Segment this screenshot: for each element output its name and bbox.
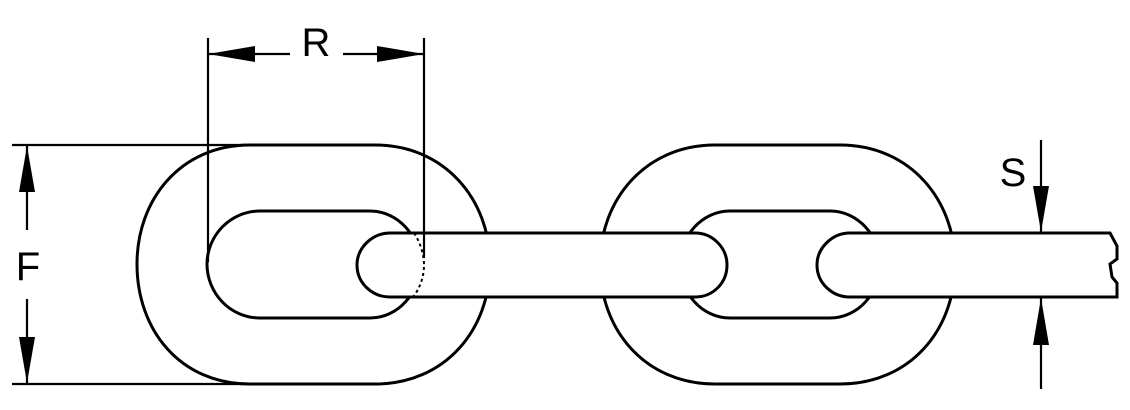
arrow-up-icon	[19, 146, 35, 192]
link-3	[598, 143, 957, 386]
dimension-r: R	[206, 21, 426, 262]
arrow-up-icon	[1033, 298, 1049, 345]
link-1	[135, 143, 492, 386]
label-f: F	[16, 245, 40, 289]
arrow-down-icon	[19, 337, 35, 383]
link-2-edge	[355, 231, 729, 299]
dimension-s: S	[1000, 140, 1049, 389]
label-s: S	[1000, 151, 1027, 195]
label-r: R	[302, 21, 331, 65]
link-4-edge	[815, 231, 1119, 299]
arrow-down-icon	[1033, 186, 1049, 232]
arrow-left-icon	[208, 46, 255, 62]
dimension-f: F	[12, 143, 250, 386]
arrow-right-icon	[377, 46, 424, 62]
